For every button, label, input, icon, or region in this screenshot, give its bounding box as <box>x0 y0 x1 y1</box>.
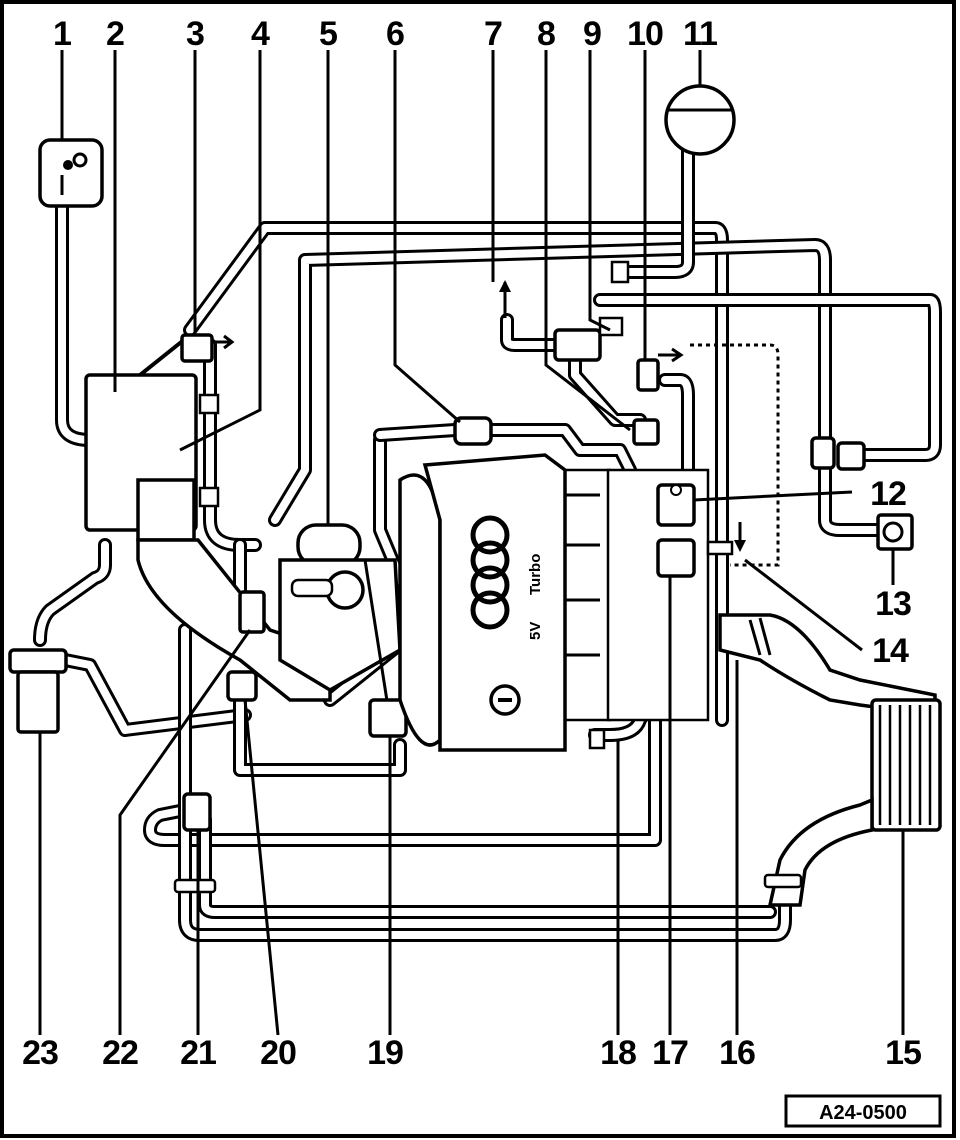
callout-13: 13 <box>875 585 911 623</box>
callout-3: 3 <box>186 15 204 53</box>
component-13-port <box>876 513 914 551</box>
component-1-vacuum-unit <box>38 138 104 208</box>
component-7-arrow <box>499 280 511 318</box>
right-junction <box>810 436 866 471</box>
component-3-t-piece <box>180 333 235 508</box>
component-20-fitting <box>226 670 258 702</box>
component-21-valve <box>182 792 212 832</box>
engine-block: 5V Turbo <box>398 453 612 752</box>
component-12-solenoid <box>656 483 696 527</box>
callout-5: 5 <box>319 15 337 53</box>
component-11-vacuum-reservoir <box>610 84 736 284</box>
callout-1: 1 <box>53 15 71 53</box>
throttle-housing <box>278 523 402 721</box>
callout-2: 2 <box>106 15 124 53</box>
callout-12: 12 <box>870 475 906 513</box>
engine-badge-5v: 5V <box>527 622 544 640</box>
callout-labels: 1 2 3 4 5 6 7 8 9 10 11 12 13 14 15 16 1… <box>22 15 922 1072</box>
callout-11: 11 <box>683 15 717 53</box>
component-23-filter <box>8 648 68 734</box>
callout-21: 21 <box>180 1034 216 1072</box>
callout-8: 8 <box>537 15 555 53</box>
hose-clamps <box>173 728 803 894</box>
reference-code-box: A24-0500 <box>784 1094 942 1128</box>
callout-17: 17 <box>652 1034 688 1072</box>
callout-4: 4 <box>251 15 270 53</box>
component-14-arrow <box>706 522 746 556</box>
leader-lines <box>38 50 905 1036</box>
callout-20: 20 <box>260 1034 296 1072</box>
callout-19: 19 <box>367 1034 403 1072</box>
callout-15: 15 <box>885 1034 921 1072</box>
callout-18: 18 <box>600 1034 636 1072</box>
callout-10: 10 <box>627 15 663 53</box>
callout-16: 16 <box>719 1034 755 1072</box>
engine-badge-turbo: Turbo <box>527 554 544 595</box>
callout-9: 9 <box>583 15 601 53</box>
component-8-valve <box>632 418 660 446</box>
callout-23: 23 <box>22 1034 58 1072</box>
component-9-valve <box>553 316 624 362</box>
callout-14: 14 <box>872 632 909 670</box>
callout-6: 6 <box>386 15 404 53</box>
callout-7: 7 <box>484 15 502 53</box>
component-22-fitting <box>238 590 266 634</box>
component-10-valve <box>636 347 684 392</box>
callout-22: 22 <box>102 1034 138 1072</box>
reference-code: A24-0500 <box>819 1102 907 1124</box>
component-17-solenoid <box>656 538 696 578</box>
component-6-connector <box>453 416 493 446</box>
